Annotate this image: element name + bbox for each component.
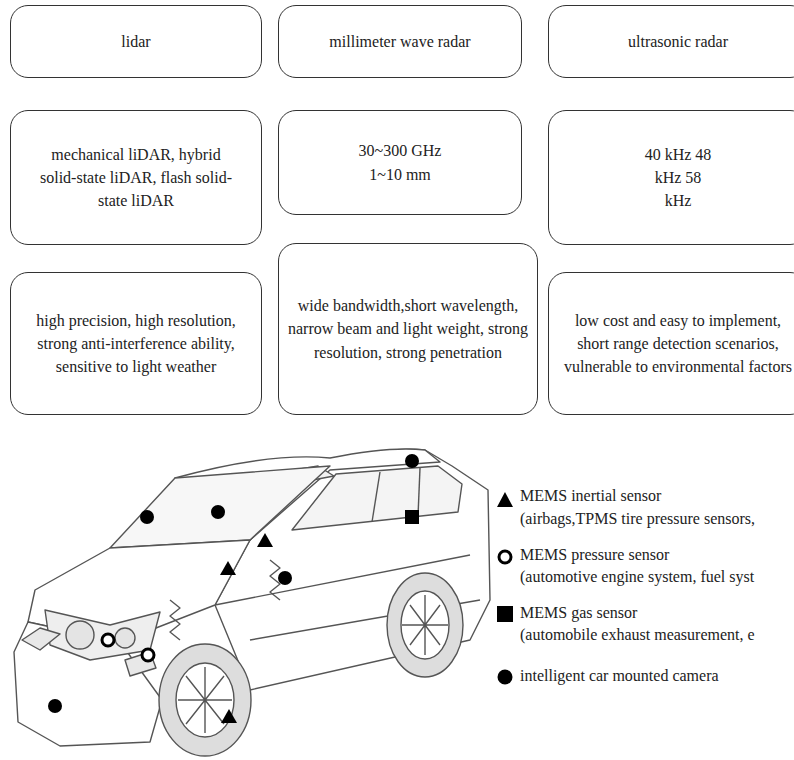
sensor-box: millimeter wave radar xyxy=(278,5,522,78)
legend-symbol xyxy=(496,605,514,623)
box-text: mechanical liDAR, hybrid solid-state liD… xyxy=(36,143,236,213)
sensor-box: 40 kHz 48 kHz 58 kHz xyxy=(548,110,794,245)
legend-symbol xyxy=(496,668,514,686)
box-text: lidar xyxy=(121,30,150,53)
box-text: millimeter wave radar xyxy=(329,30,470,53)
legend-text: MEMS inertial sensor xyxy=(520,486,661,507)
box-text: high precision, high resolution, strong … xyxy=(20,309,252,379)
legend-note: (automotive engine system, fuel syst xyxy=(520,567,754,588)
sensor-box: 30~300 GHz 1~10 mm xyxy=(278,110,522,215)
legend-symbol xyxy=(496,548,514,566)
legend-symbol xyxy=(496,491,514,509)
box-text: low cost and easy to implement, short ra… xyxy=(558,309,794,379)
sensor-box: ultrasonic radar xyxy=(548,5,794,78)
legend-text: MEMS pressure sensor xyxy=(520,545,669,566)
box-text: wide bandwidth,short wavelength, narrow … xyxy=(283,294,533,364)
sensor-box: wide bandwidth,short wavelength, narrow … xyxy=(278,243,538,415)
box-text: ultrasonic radar xyxy=(628,30,728,53)
sensor-box: low cost and easy to implement, short ra… xyxy=(548,272,794,415)
legend-note: (airbags,TPMS tire pressure sensors, xyxy=(520,509,755,530)
legend-note: (automobile exhaust measurement, e xyxy=(520,625,755,646)
box-text: 30~300 GHz 1~10 mm xyxy=(350,139,450,185)
legend-text: MEMS gas sensor xyxy=(520,603,637,624)
sensor-box: high precision, high resolution, strong … xyxy=(10,272,262,415)
sensor-box: mechanical liDAR, hybrid solid-state liD… xyxy=(10,110,262,245)
box-text: 40 kHz 48 kHz 58 kHz xyxy=(643,143,713,213)
sensor-box: lidar xyxy=(10,5,262,78)
legend-text: intelligent car mounted camera xyxy=(520,666,719,687)
